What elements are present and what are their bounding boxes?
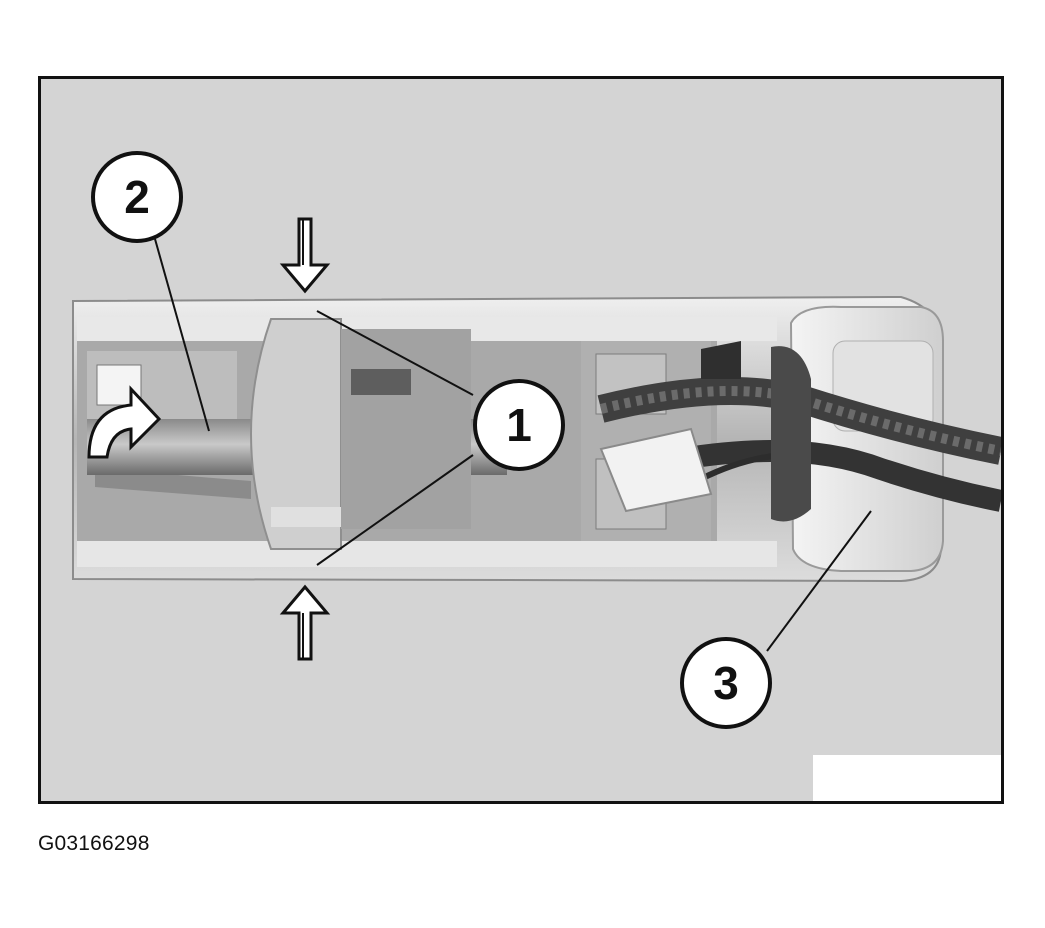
rotate-arrow-icon <box>87 385 162 459</box>
callout-3-label: 3 <box>713 657 739 709</box>
figure-code: G03166298 <box>38 832 150 855</box>
figure-illustration: 2 1 3 <box>38 76 1004 804</box>
callout-1: 1 <box>473 379 565 471</box>
down-arrow-icon <box>279 217 331 294</box>
callout-2-label: 2 <box>124 171 150 223</box>
door-handle-photo: 2 1 3 <box>72 151 1001 801</box>
corner-patch <box>813 755 1001 801</box>
callout-1-label: 1 <box>506 399 532 451</box>
lock-cylinder <box>87 318 507 550</box>
callout-3: 3 <box>680 637 772 729</box>
up-arrow-icon <box>279 584 331 661</box>
leader-lines <box>154 238 872 652</box>
wiring-harness <box>597 341 1001 522</box>
callout-2: 2 <box>91 151 183 243</box>
